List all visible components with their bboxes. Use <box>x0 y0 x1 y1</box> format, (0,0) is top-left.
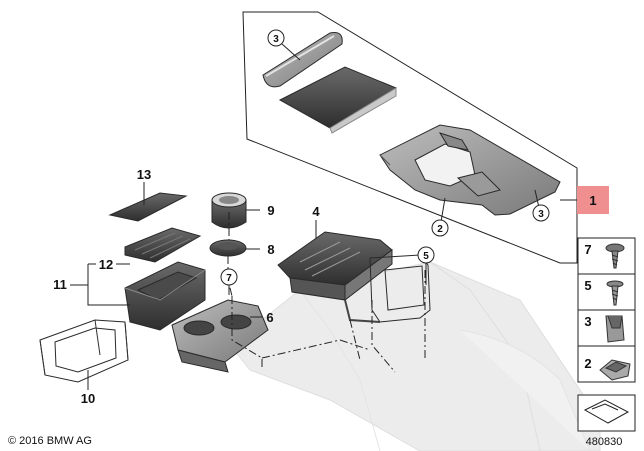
callout-2[interactable]: 2 <box>431 219 449 237</box>
callout-1-box[interactable] <box>577 186 609 214</box>
diagram-number: 480830 <box>586 436 623 448</box>
callout-10[interactable]: 10 <box>81 391 95 406</box>
callout-1[interactable]: 1 <box>589 193 596 208</box>
rubber-mat <box>124 227 202 263</box>
mounting-frame <box>39 319 129 383</box>
svg-text:2: 2 <box>437 224 443 235</box>
callout-7[interactable]: 7 <box>220 268 238 286</box>
nut-clip-icon <box>599 359 631 381</box>
legend-item-number: 3 <box>584 314 591 329</box>
callout-3-right[interactable]: 3 <box>532 204 550 222</box>
legend-item-number: 7 <box>584 242 591 257</box>
callout-6[interactable]: 6 <box>266 310 273 325</box>
center-console-base <box>229 261 601 451</box>
ashtray-insert <box>211 192 247 229</box>
clip-icon <box>605 315 625 343</box>
trim-frame <box>379 124 561 216</box>
legend-item-number: 5 <box>584 278 591 293</box>
roller-cover <box>278 66 398 134</box>
screw-pan-head-icon <box>605 243 625 269</box>
callout-9[interactable]: 9 <box>267 203 274 218</box>
cover-plate <box>108 192 188 222</box>
svg-text:3: 3 <box>273 34 279 45</box>
storage-tray <box>124 261 206 331</box>
holder-bracket <box>277 231 431 323</box>
callout-11[interactable]: 11 <box>53 277 67 292</box>
round-cap <box>209 239 247 257</box>
callout-4[interactable]: 4 <box>312 204 320 219</box>
callout-13[interactable]: 13 <box>137 167 151 182</box>
callout-5[interactable]: 5 <box>417 246 435 264</box>
callout-8[interactable]: 8 <box>267 242 274 257</box>
trim-strip <box>262 32 343 88</box>
direction-arrow-icon <box>583 399 630 424</box>
svg-text:3: 3 <box>538 209 544 220</box>
callout-12[interactable]: 12 <box>99 257 113 272</box>
hardware-legend: 7 5 3 2 <box>577 237 636 432</box>
assembly-group-frame <box>242 11 578 264</box>
svg-text:7: 7 <box>226 273 232 284</box>
legend-item-number: 2 <box>584 356 591 371</box>
screw-flat-head-icon <box>606 280 624 306</box>
assembly-lines <box>227 212 426 373</box>
callout-3-top[interactable]: 3 <box>267 29 285 47</box>
copyright-text: © 2016 BMW AG <box>8 435 92 447</box>
svg-text:5: 5 <box>423 251 429 262</box>
cup-holder <box>171 299 269 373</box>
